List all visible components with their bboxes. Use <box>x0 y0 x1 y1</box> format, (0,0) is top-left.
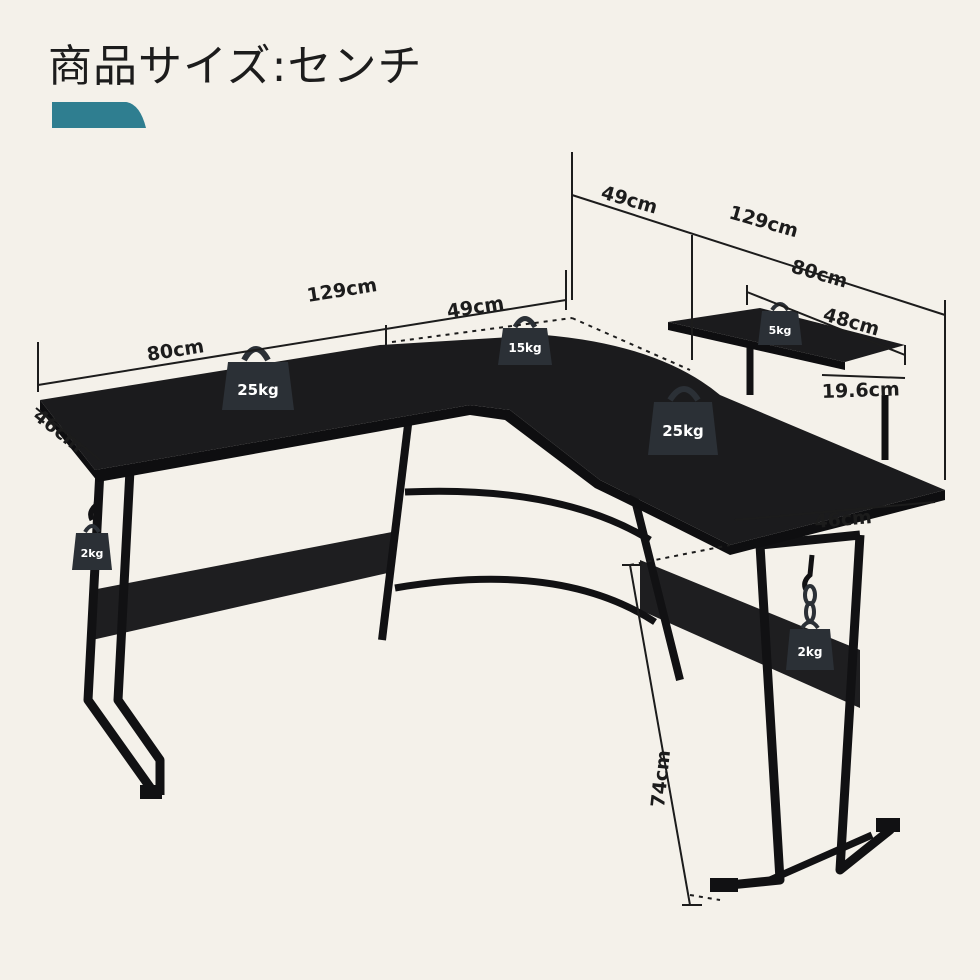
weight-label: 5kg <box>769 324 792 337</box>
dim-line-shelf-48 <box>746 291 906 356</box>
page-title: 商品サイズ:センチ <box>48 41 423 92</box>
dim-line-left-depth <box>35 407 101 461</box>
dim-label-shelf-depth: 19.6cm <box>821 378 900 403</box>
weight-label: 2kg <box>798 645 823 659</box>
dim-label-left-a: 80cm <box>145 335 205 366</box>
dim-label-right-depth: 46cm <box>814 506 873 533</box>
left-modesty-panel <box>92 532 392 640</box>
dim-line-height <box>629 564 691 906</box>
curved-support-bar-upper <box>404 487 652 543</box>
dim-label-left-total: 129cm <box>305 274 378 307</box>
left-hook <box>88 489 101 522</box>
curved-support-bar-lower <box>394 575 657 625</box>
dim-label-left-b: 49cm <box>445 292 505 323</box>
corner-leg <box>626 479 684 681</box>
dim-dotted-base <box>629 544 731 566</box>
dim-ticks-shelf-48 <box>746 285 906 365</box>
dim-line-left-129 <box>37 299 567 386</box>
shelf-edge <box>668 322 845 370</box>
weight-right-desk: 25kg <box>648 386 718 455</box>
weight-right-hook: 2kg <box>786 620 834 670</box>
right-foot-bar <box>768 831 874 884</box>
dimension-lines <box>35 152 946 906</box>
dim-line-right-129 <box>571 194 946 316</box>
dim-line-shelf-depth <box>821 374 906 379</box>
weight-label: 25kg <box>662 422 704 440</box>
dim-ticks-left-129 <box>37 270 567 392</box>
weight-label: 15kg <box>508 341 541 355</box>
right-modesty-panel <box>640 560 860 708</box>
weight-left-hook: 2kg <box>72 524 112 570</box>
weight-shelf: 5kg <box>758 302 802 345</box>
dim-dotted-floor <box>689 894 721 901</box>
left-foot <box>140 785 162 799</box>
dim-dotted-corner <box>391 317 691 371</box>
weight-label: 25kg <box>237 381 279 399</box>
title-accent-tab <box>52 102 146 128</box>
right-hook-chain <box>803 584 817 623</box>
dim-label-right-b: 80cm <box>789 256 850 293</box>
weight-label: 2kg <box>81 547 104 560</box>
weight-left-desk: 25kg <box>222 346 294 410</box>
weight-corner: 15kg <box>498 316 552 365</box>
left-inner-leg <box>378 424 412 641</box>
desk <box>40 308 945 892</box>
dim-ticks-height <box>622 564 702 906</box>
dim-label-right-total: 129cm <box>727 202 801 243</box>
right-foot-2 <box>876 818 900 832</box>
dim-line-right-depth <box>734 501 936 521</box>
right-foot <box>710 878 738 892</box>
